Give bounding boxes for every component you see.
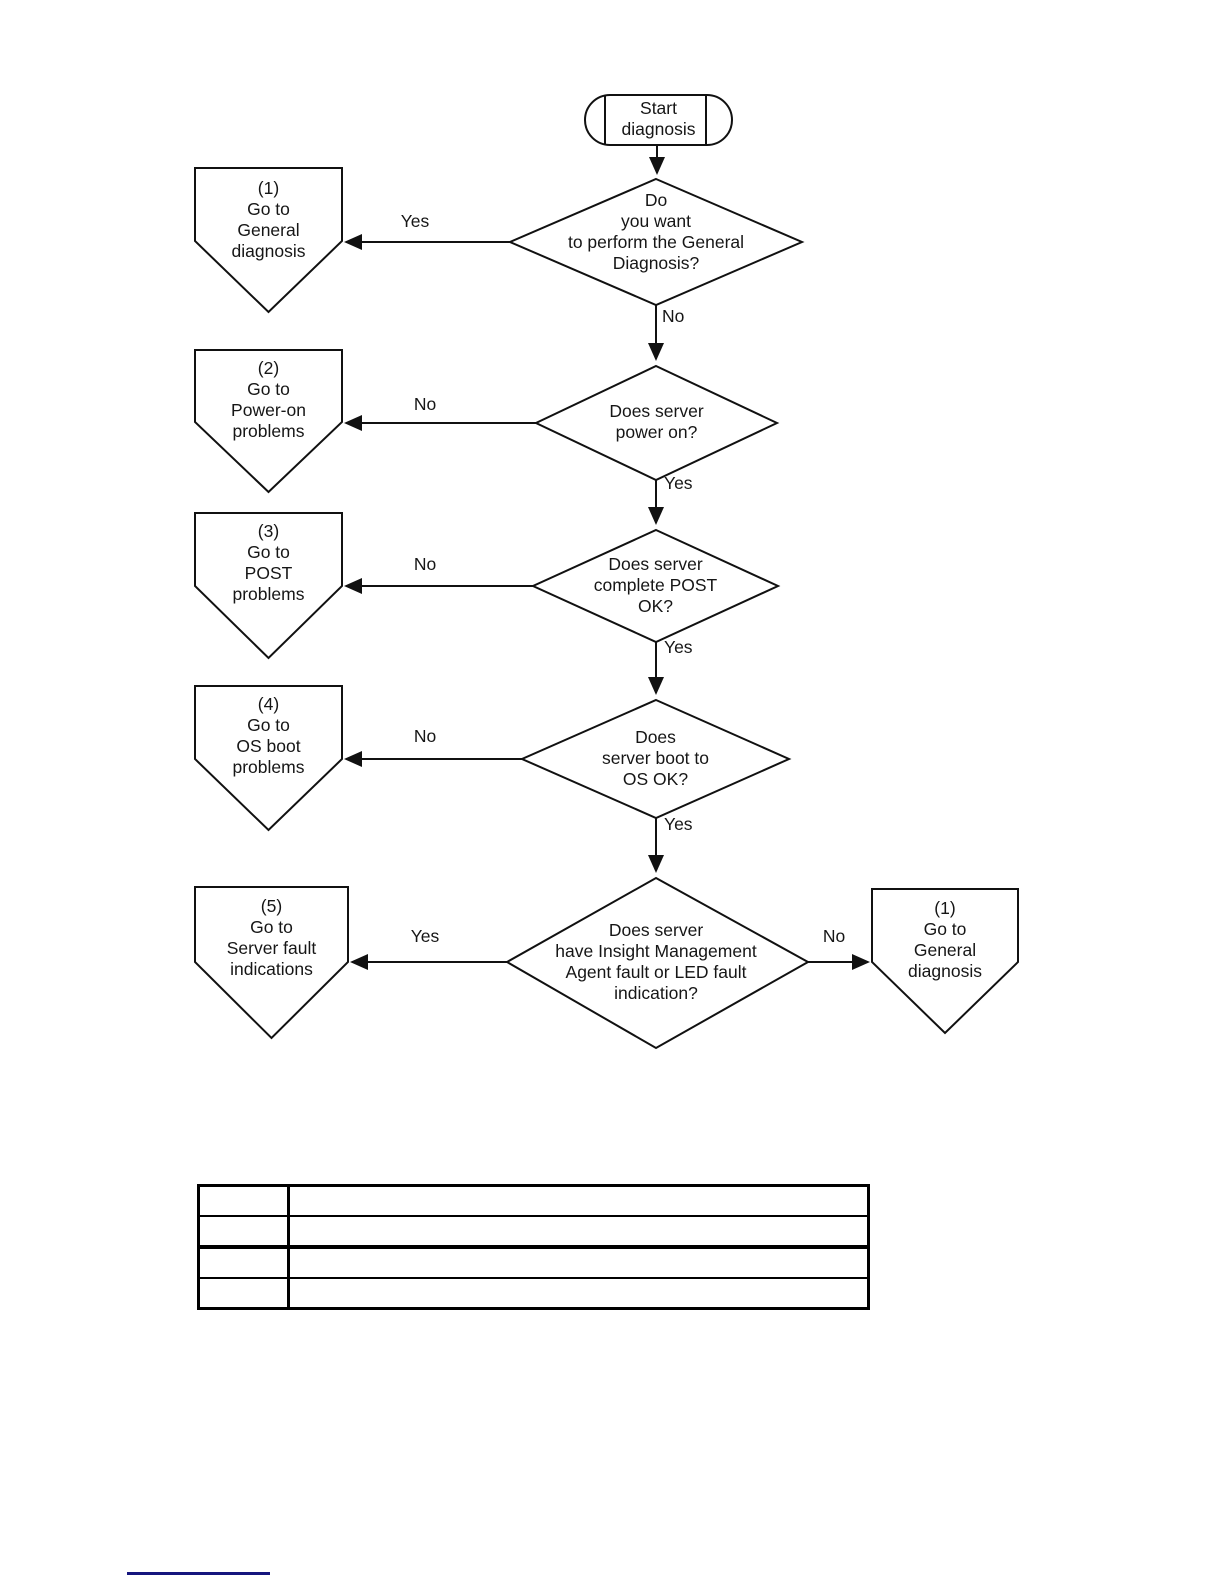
offpage-1-general-diagnosis [194, 167, 343, 314]
edge-label-d5-yes: Yes [410, 926, 440, 946]
offpage-4-os-boot-problems [194, 685, 343, 832]
edge-label-d4-no: No [413, 726, 437, 746]
offpage-2-label: (2) Go to Power-on problems [231, 358, 306, 441]
offpage-1-general-diagnosis-right [871, 888, 1019, 1035]
offpage-2-power-on-problems [194, 349, 343, 494]
edge-label-d2-yes: Yes [664, 473, 693, 493]
decision-insight-led-fault [504, 876, 811, 1050]
table-cell-r3c2 [287, 1246, 870, 1279]
table-row [197, 1184, 870, 1217]
offpage-1-right-label: (1) Go to General diagnosis [908, 898, 982, 981]
decision-2-label: Does server power on? [609, 401, 704, 442]
start-label: Start diagnosis [621, 98, 696, 139]
edge-label-d5-no: No [822, 926, 846, 946]
offpage-4-label: (4) Go to OS boot problems [232, 694, 305, 777]
offpage-5-label: (5) Go to Server fault indications [226, 896, 317, 979]
table-cell-r2c2 [287, 1215, 870, 1249]
decision-4-label: Does server boot to OS OK? [602, 727, 709, 789]
edge-label-d1-yes: Yes [400, 211, 430, 231]
table-row [197, 1215, 870, 1249]
terminator-start [584, 94, 733, 146]
table-cell-r4c1 [197, 1277, 290, 1310]
table-cell-r1c1 [197, 1184, 290, 1217]
table-row [197, 1277, 870, 1310]
offpage-3-label: (3) Go to POST problems [232, 521, 305, 604]
decision-server-power-on [533, 364, 780, 482]
table-row [197, 1246, 870, 1279]
decision-general-diagnosis [507, 177, 805, 307]
decision-3-label: Does server complete POST OK? [593, 554, 718, 616]
decision-boot-to-os [519, 698, 792, 820]
table-cell-r4c2 [287, 1277, 870, 1310]
decision-1-label: Do you want to perform the General Diagn… [567, 190, 745, 273]
offpage-5-server-fault-indications [194, 886, 349, 1040]
blank-reference-table [197, 1184, 870, 1310]
offpage-3-post-problems [194, 512, 343, 660]
offpage-1-label: (1) Go to General diagnosis [231, 178, 306, 261]
edge-label-d3-yes: Yes [664, 637, 693, 657]
decision-complete-post [530, 528, 781, 644]
table-cell-r3c1 [197, 1246, 290, 1279]
table-cell-r2c1 [197, 1215, 290, 1249]
table-cell-r1c2 [287, 1184, 870, 1217]
edge-label-d2-no: No [413, 394, 437, 414]
edge-label-d3-no: No [413, 554, 437, 574]
edge-label-d1-no: No [662, 306, 685, 326]
edge-label-d4-yes: Yes [664, 814, 693, 834]
decision-5-label: Does server have Insight Management Agen… [555, 920, 757, 1003]
footer-link-underline[interactable] [127, 1572, 270, 1575]
